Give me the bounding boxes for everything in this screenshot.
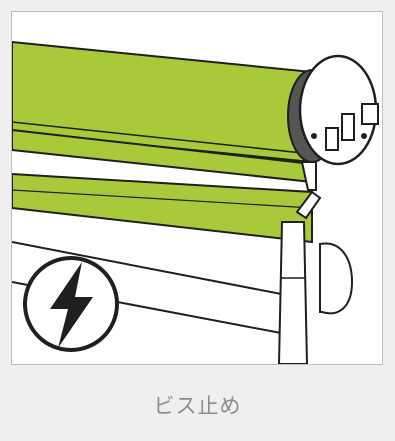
- bracket-clip-left: [325, 127, 339, 151]
- caption: ビス止め: [153, 394, 242, 418]
- wall-line-upper: [12, 241, 303, 299]
- bracket-tab: [361, 103, 379, 125]
- operating-wand: [277, 221, 309, 364]
- handle-knob: [319, 242, 354, 315]
- fabric-seam: [12, 189, 313, 209]
- roll-edge-line: [12, 121, 313, 155]
- bracket-screw-right: [361, 133, 367, 139]
- fabric-panel: [12, 172, 313, 244]
- bracket-clip-right: [341, 113, 355, 141]
- hook-link: [295, 190, 322, 220]
- lightning-bolt-icon: [23, 256, 119, 352]
- roller-blind-drawing: [12, 40, 379, 364]
- roller-blind-illustration: [11, 11, 383, 365]
- hook-neck: [300, 161, 317, 191]
- bracket-screw-left: [311, 133, 317, 139]
